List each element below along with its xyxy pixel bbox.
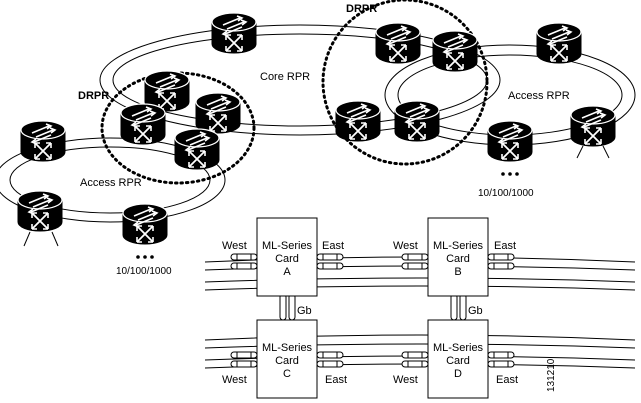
card-d: ML-Series Card D West East (393, 319, 518, 399)
router-icon (375, 22, 421, 64)
router-icon (17, 190, 63, 232)
access-links (23, 145, 610, 247)
card-a-line1: ML-Series (262, 240, 313, 252)
access-rpr-ring-left (0, 137, 226, 223)
port-connector-icon (487, 351, 515, 359)
drpr-label-top: DRPR (346, 3, 377, 15)
router-icon (174, 128, 220, 170)
card-c: ML-Series Card C West East (222, 319, 347, 399)
gb-label-right: Gb (468, 305, 483, 317)
router-icon (195, 92, 241, 134)
card-d-east-label: East (496, 374, 518, 386)
port-connector-icon (487, 262, 515, 270)
ellipsis-dots (136, 172, 519, 259)
card-b-east-label: East (494, 240, 516, 252)
router-icon (432, 30, 478, 72)
drpr-group-top (321, 0, 489, 166)
card-d-line1: ML-Series (433, 342, 484, 354)
port-connector-icon (316, 360, 344, 368)
card-c-line1: ML-Series (262, 342, 313, 354)
card-d-line2: Card (446, 355, 470, 367)
card-c-line2: Card (275, 355, 299, 367)
card-a: ML-Series Card A West East (222, 217, 344, 297)
speed-label-right: 10/100/1000 (478, 188, 534, 199)
card-d-west-label: West (393, 374, 418, 386)
router-icon (394, 100, 440, 142)
gb-link-right (450, 293, 467, 321)
port-connector-icon (487, 253, 515, 261)
core-rpr-label: Core RPR (260, 71, 310, 83)
gb-label-left: Gb (297, 305, 312, 317)
card-b-line3: B (454, 266, 461, 278)
port-connector-icon (401, 253, 429, 261)
card-b: ML-Series Card B West East (393, 217, 516, 297)
port-connector-icon (401, 351, 429, 359)
card-c-east-label: East (325, 374, 347, 386)
access-rpr-label-left: Access RPR (80, 177, 142, 189)
card-a-line3: A (283, 266, 291, 278)
router-icon (335, 100, 381, 142)
card-a-east-label: East (322, 240, 344, 252)
port-connector-icon (316, 262, 344, 270)
card-b-west-label: West (393, 240, 418, 252)
router-icon (570, 105, 616, 147)
card-a-west-label: West (222, 240, 247, 252)
router-icon (487, 120, 533, 162)
card-d-line3: D (454, 368, 462, 380)
card-b-line1: ML-Series (433, 240, 484, 252)
port-connector-icon (487, 360, 515, 368)
card-c-west-label: West (222, 374, 247, 386)
drpr-label-left: DRPR (78, 90, 109, 102)
card-b-line2: Card (446, 253, 470, 265)
gb-link-left (279, 293, 296, 321)
speed-label-left: 10/100/1000 (116, 266, 172, 277)
port-connector-icon (230, 253, 258, 261)
port-connector-icon (230, 360, 258, 368)
port-connector-icon (316, 351, 344, 359)
router-icon (20, 120, 66, 162)
router-icon (120, 103, 166, 145)
port-connector-icon (230, 351, 258, 359)
router-icon (122, 203, 168, 245)
figure-id: 131210 (546, 358, 557, 392)
access-rpr-label-right: Access RPR (508, 90, 570, 102)
router-icon (211, 12, 257, 54)
router-icon (536, 22, 582, 64)
port-connector-icon (401, 360, 429, 368)
port-connector-icon (230, 262, 258, 270)
card-a-line2: Card (275, 253, 299, 265)
card-c-line3: C (283, 368, 291, 380)
port-connector-icon (316, 253, 344, 261)
port-connector-icon (401, 262, 429, 270)
